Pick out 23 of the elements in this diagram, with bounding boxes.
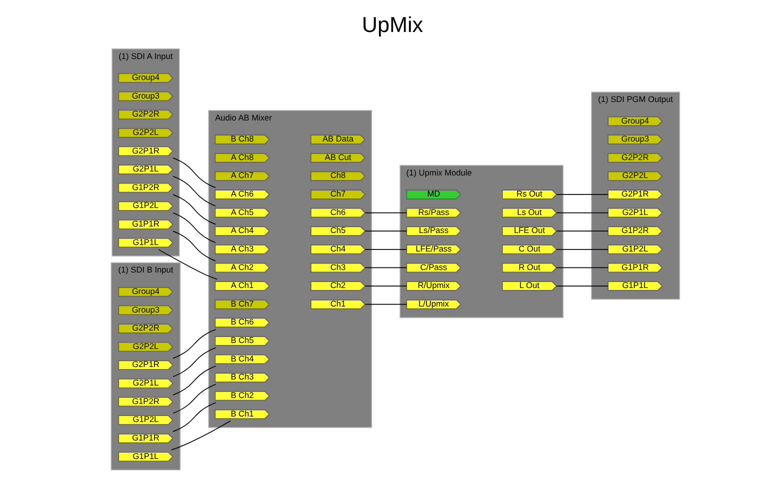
connector [364, 230, 407, 232]
connector [172, 384, 216, 414]
diagram-title: UpMix [361, 12, 423, 37]
connector [364, 212, 407, 214]
connector [556, 194, 608, 195]
connector [172, 402, 216, 432]
connector [172, 176, 216, 206]
connector [172, 347, 216, 378]
connector [172, 366, 216, 396]
connector [364, 267, 407, 268]
connector [158, 249, 218, 280]
connector [556, 212, 608, 214]
connector [170, 420, 230, 450]
connector [172, 328, 216, 359]
connector [172, 158, 216, 188]
connector [556, 267, 608, 268]
connector [172, 194, 216, 225]
connector [364, 249, 407, 250]
connector [556, 230, 608, 232]
connector [172, 230, 216, 262]
connector [556, 249, 608, 250]
connector [172, 212, 216, 244]
connector [364, 304, 407, 305]
